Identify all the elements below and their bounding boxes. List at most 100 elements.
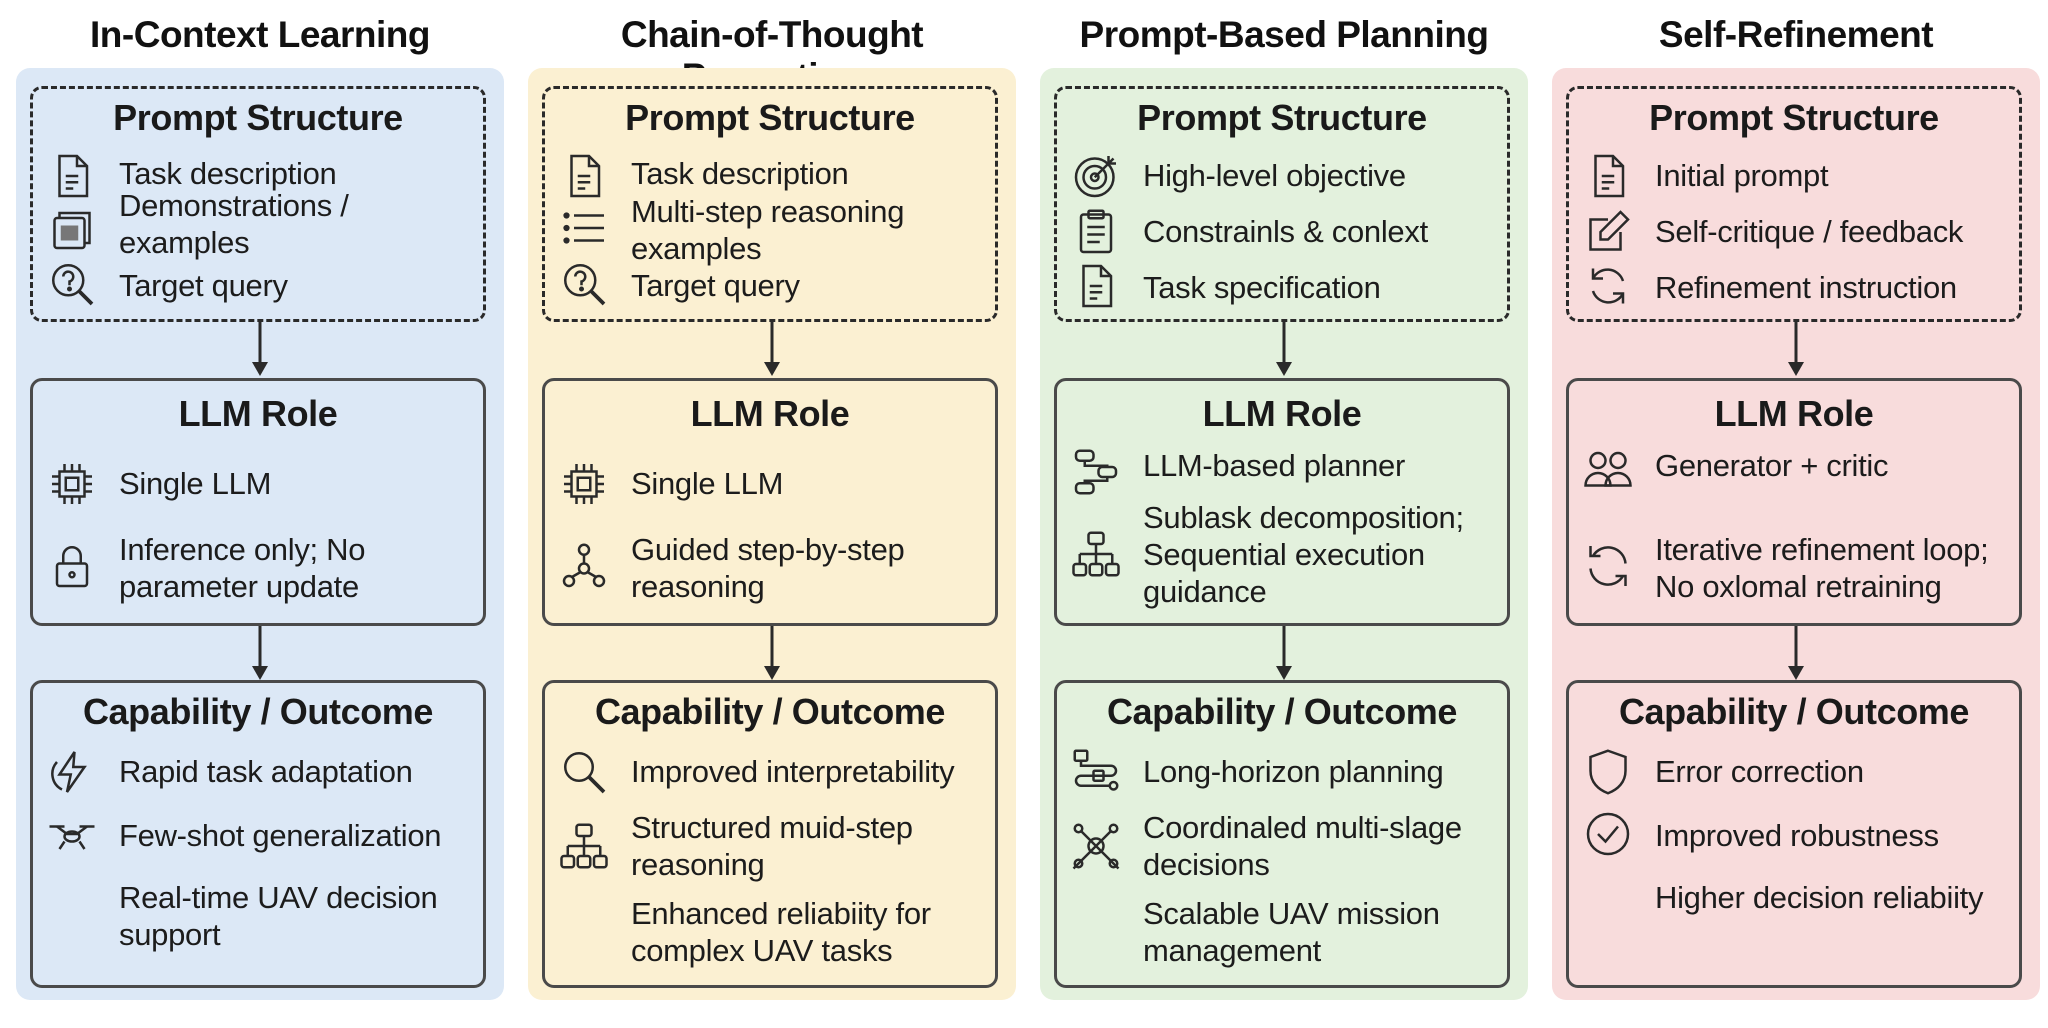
item-text: Higher decision reliabiity [1655, 880, 1984, 915]
column-title: Prompt-Based Planning [1079, 14, 1489, 55]
box-title: Prompt Structure [625, 97, 915, 138]
item-text: Coordinaled multi-slage decisions [1143, 810, 1462, 882]
llm-role-box: LLM Role Single LLM Guided step-by-step … [542, 378, 998, 626]
question-search-icon [47, 259, 97, 309]
users-icon [1583, 443, 1633, 493]
box-title: Prompt Structure [1649, 97, 1939, 138]
column-background [1552, 68, 2040, 1000]
box-title: Capability / Outcome [1106, 691, 1458, 732]
arrow-down-icon [248, 626, 272, 682]
column-self-refinement: Self-Refinement Prompt Structure Initial… [1552, 0, 2040, 1010]
box-title: Capability / Outcome [1618, 691, 1970, 732]
question-search-icon [559, 259, 609, 309]
capability-outcome-box: Capability / Outcome Rapid task adaptati… [30, 680, 486, 988]
item-text: Target query [119, 268, 288, 303]
capability-outcome-box: Capability / Outcome Long-horizon planni… [1054, 680, 1510, 988]
column-title: Self-Refinement [1658, 14, 1934, 55]
arrow-down-icon [1272, 322, 1296, 378]
item-text: Scalable UAV mission management [1143, 896, 1440, 968]
item-text: Initial prompt [1655, 158, 1829, 193]
column-title: In-Context Learning [90, 14, 430, 55]
arrow-down-icon [760, 626, 784, 682]
capability-outcome-box: Capability / Outcome Error correction Im… [1566, 680, 2022, 988]
item-text: Generator + critic [1655, 448, 1889, 483]
item-text: Few-shot generalization [119, 818, 442, 853]
arrow-down-icon [1784, 322, 1808, 378]
column-background [16, 68, 504, 1000]
item-text: Task specification [1143, 270, 1381, 305]
hierarchy-icon [559, 821, 609, 871]
cycle-icon [1583, 541, 1633, 591]
document-icon [47, 151, 97, 201]
item-text: Improved interpretability [631, 754, 955, 789]
document-icon [559, 151, 609, 201]
item-text: Error correction [1655, 754, 1864, 789]
item-text: Multi-step reasoning examples [631, 194, 905, 266]
item-text: Long-horizon planning [1143, 754, 1444, 789]
item-text: High-level objective [1143, 158, 1406, 193]
document-icon [1583, 151, 1633, 201]
item-text: Self-critique / feedback [1655, 214, 1964, 249]
arrow-down-icon [1784, 626, 1808, 682]
box-title: Capability / Outcome [82, 691, 434, 732]
target-icon [1071, 151, 1121, 201]
column-background [1040, 68, 1528, 1000]
flowchart-icon [1071, 447, 1121, 497]
item-text: Enhanced reliabiity for complex UAV task… [631, 896, 931, 968]
check-circle-icon [1583, 809, 1633, 859]
item-text: Constrainls & conlext [1143, 214, 1428, 249]
item-text: Sublask decomposition; Sequential execut… [1143, 500, 1464, 609]
stack-icon [47, 203, 97, 253]
item-text: Demonstrations / examples [119, 188, 349, 260]
chip-icon [559, 459, 609, 509]
item-text: Rapid task adaptation [119, 754, 413, 789]
capability-outcome-box: Capability / Outcome Improved interpreta… [542, 680, 998, 988]
llm-role-box: LLM Role Generator + critic Iterative re… [1566, 378, 2022, 626]
llm-role-box: LLM Role LLM-based planner Sublask decom… [1054, 378, 1510, 626]
item-text: Real-time UAV decision support [119, 880, 438, 952]
prompt-structure-box: Prompt Structure Initial prompt Self-cri… [1566, 86, 2022, 322]
network-icon [1071, 821, 1121, 871]
clipboard-icon [1071, 207, 1121, 257]
column-chain-of-thought: Chain-of-Thought Prompting Prompt Struct… [528, 0, 1016, 1010]
tree-icon [559, 541, 609, 591]
chip-icon [47, 459, 97, 509]
shield-icon [1583, 747, 1633, 797]
item-text: Guided step-by-step reasoning [631, 532, 905, 604]
arrow-down-icon [248, 322, 272, 378]
lock-icon [47, 541, 97, 591]
box-title: Prompt Structure [113, 97, 403, 138]
item-text: Iterative refinement loop; No oxlomal re… [1655, 532, 1989, 604]
refresh-icon [1583, 261, 1633, 311]
edit-icon [1583, 207, 1633, 257]
box-title: Capability / Outcome [594, 691, 946, 732]
column-in-context-learning: In-Context Learning Prompt Structure Tas… [16, 0, 504, 1010]
hierarchy-icon [1071, 529, 1121, 579]
item-text: Single LLM [631, 466, 784, 501]
list-icon [559, 203, 609, 253]
lightning-icon [47, 747, 97, 797]
prompt-structure-box: Prompt Structure Task description Demons… [30, 86, 486, 322]
document-icon [1071, 261, 1121, 311]
item-text: Structured muid-step reasoning [631, 810, 913, 882]
box-title: LLM Role [690, 393, 850, 434]
prompt-structure-box: Prompt Structure High-level objective Co… [1054, 86, 1510, 322]
column-background [528, 68, 1016, 1000]
box-title: LLM Role [178, 393, 338, 434]
item-text: Target query [631, 268, 800, 303]
llm-role-box: LLM Role Single LLM Inference only; No p… [30, 378, 486, 626]
item-text: Inference only; No parameter update [119, 532, 366, 604]
item-text: Improved robustness [1655, 818, 1939, 853]
magnifier-icon [559, 747, 609, 797]
arrow-down-icon [1272, 626, 1296, 682]
column-prompt-based-planning: Prompt-Based Planning Prompt Structure H… [1040, 0, 1528, 1010]
item-text: LLM-based planner [1143, 448, 1406, 483]
item-text: Task description [119, 156, 337, 191]
route-icon [1071, 747, 1121, 797]
box-title: LLM Role [1714, 393, 1874, 434]
box-title: LLM Role [1202, 393, 1362, 434]
item-text: Task description [631, 156, 849, 191]
box-title: Prompt Structure [1137, 97, 1427, 138]
drone-icon [47, 809, 97, 859]
